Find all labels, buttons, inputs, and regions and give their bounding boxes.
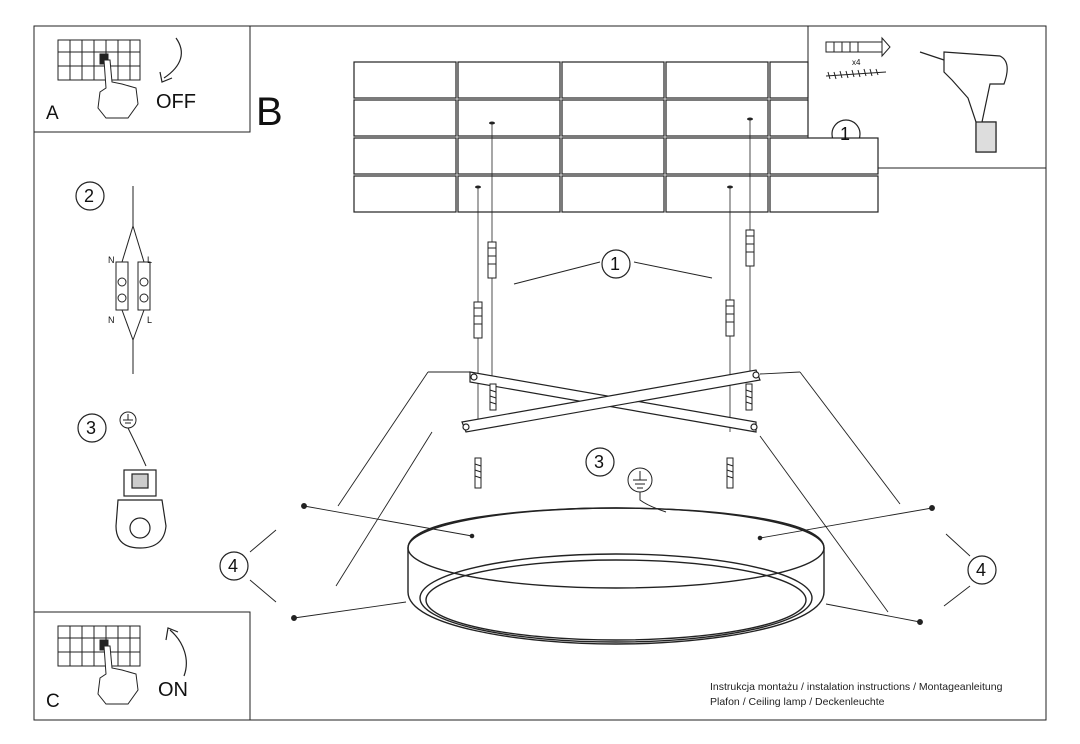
live-label-top: L: [147, 255, 153, 265]
step-3-marker: [77, 413, 107, 443]
hand-icon: [97, 59, 139, 119]
panel-c-label: ON: [158, 679, 188, 701]
hand-icon: [97, 645, 139, 705]
caption-line-2: Plafon / Ceiling lamp / Deckenleuchte: [710, 696, 885, 708]
wall-plug-icon: [473, 229, 755, 339]
mounting-bracket: [461, 369, 761, 433]
ground-icon: [119, 411, 147, 467]
step-4-marker: [967, 555, 997, 585]
panel-b-letter: B: [256, 90, 283, 134]
neutral-label-bottom: N: [108, 315, 115, 325]
step-4-marker: [219, 551, 249, 581]
breaker-box-icon: [57, 625, 141, 667]
ground-clamp-icon: [115, 469, 167, 549]
instructions-caption: Instrukcja montażu / instalation instruc…: [710, 680, 1002, 710]
step-2-marker: [75, 181, 105, 211]
side-screws: [249, 503, 971, 625]
step-3-label: 3: [594, 452, 605, 472]
step-3-label: 3: [86, 418, 97, 438]
step-4-label: 4: [228, 556, 239, 576]
ceiling-lamp: [407, 507, 825, 645]
panel-a-letter: A: [46, 103, 59, 124]
step-2-label: 2: [84, 186, 95, 206]
step-1-marker: [601, 249, 631, 279]
step-1-label: 1: [840, 124, 851, 144]
arrow-down-icon: [163, 37, 182, 79]
arrow-up-icon: [169, 629, 187, 677]
panel-a-label: OFF: [156, 91, 196, 113]
ceiling-tiles: [353, 61, 879, 213]
caption-line-1: Instrukcja montażu / instalation instruc…: [710, 681, 1003, 693]
drill-icon: [919, 51, 1008, 153]
outer-frame: [33, 25, 1047, 721]
panel-a: [33, 25, 251, 133]
step-3-marker: [585, 447, 615, 477]
fastener-quantity: x4: [852, 58, 861, 67]
tools-panel: [807, 25, 1047, 169]
screw-icon: [474, 383, 753, 489]
step-4-label: 4: [976, 560, 987, 580]
live-label-bottom: L: [147, 315, 153, 325]
screw-icon: [825, 68, 887, 80]
panel-c-letter: C: [46, 691, 60, 712]
step-1-label: 1: [610, 254, 621, 274]
wall-plug-icon: [825, 36, 891, 58]
leader-lines-1: [513, 261, 713, 285]
terminal-block-icon: [115, 186, 151, 374]
neutral-label-top: N: [108, 255, 115, 265]
bracket-guide-lines: [335, 371, 901, 613]
ceiling-holes: [475, 117, 753, 189]
panel-c: [33, 611, 251, 721]
ground-icon: [627, 467, 667, 513]
